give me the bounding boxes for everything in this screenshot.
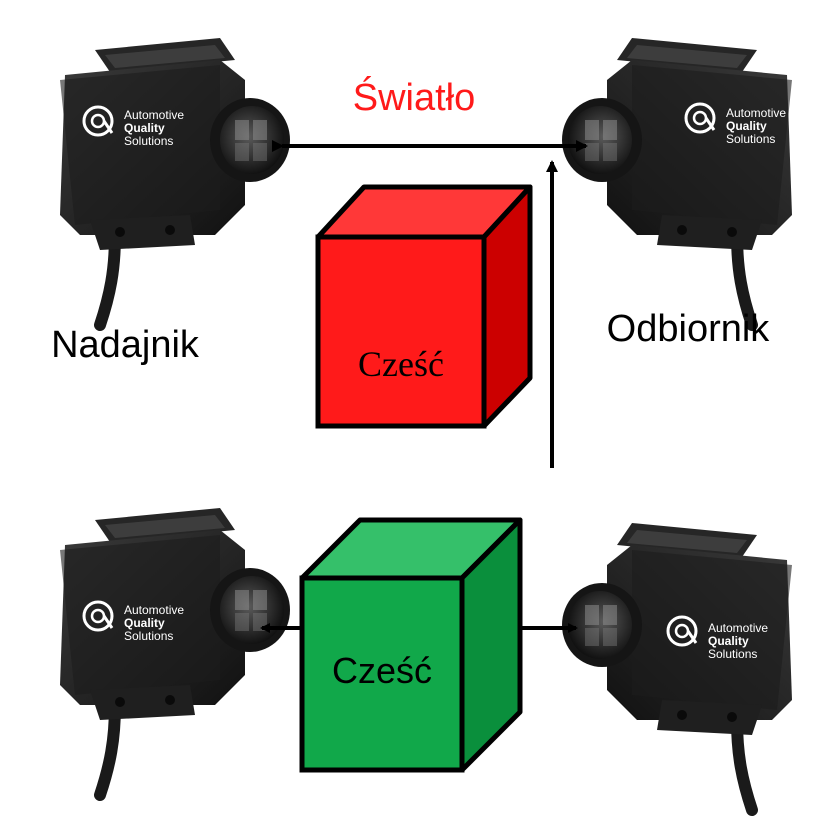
logo-line1: Automotive xyxy=(726,106,786,120)
logo-line2: Quality xyxy=(124,121,165,135)
logo-line2: Quality xyxy=(124,616,165,630)
logo-line2: Quality xyxy=(708,634,749,648)
emitter-sensor-bottom: Automotive Quality Solutions xyxy=(60,508,290,795)
emitter-sensor-top: Automotive Quality Solutions xyxy=(60,38,290,325)
logo-line1: Automotive xyxy=(124,603,184,617)
logo-line1: Automotive xyxy=(124,108,184,122)
aqs-logo-icon xyxy=(666,615,698,647)
aqs-logo-icon xyxy=(684,102,716,134)
logo-line2: Quality xyxy=(726,119,767,133)
blocked-part-label: Cześć xyxy=(358,344,444,384)
receiver-sensor-bottom: Automotive Quality Solutions xyxy=(562,523,792,810)
receiver-sensor-top: Automotive Quality Solutions xyxy=(562,38,792,325)
green-part-cube: Cześć xyxy=(299,517,523,773)
detected-part-label: Cześć xyxy=(332,650,432,691)
receiver-label: Odbiornik xyxy=(607,308,771,350)
aqs-logo-icon xyxy=(82,105,114,137)
aqs-logo-icon xyxy=(82,600,114,632)
logo-line3: Solutions xyxy=(708,647,757,661)
logo-line3: Solutions xyxy=(124,629,173,643)
emitter-label: Nadajnik xyxy=(51,324,200,366)
light-label: Światło xyxy=(353,74,476,119)
logo-line3: Solutions xyxy=(124,134,173,148)
logo-line1: Automotive xyxy=(708,621,768,635)
red-part-cube: Cześć xyxy=(315,184,533,429)
logo-line3: Solutions xyxy=(726,132,775,146)
